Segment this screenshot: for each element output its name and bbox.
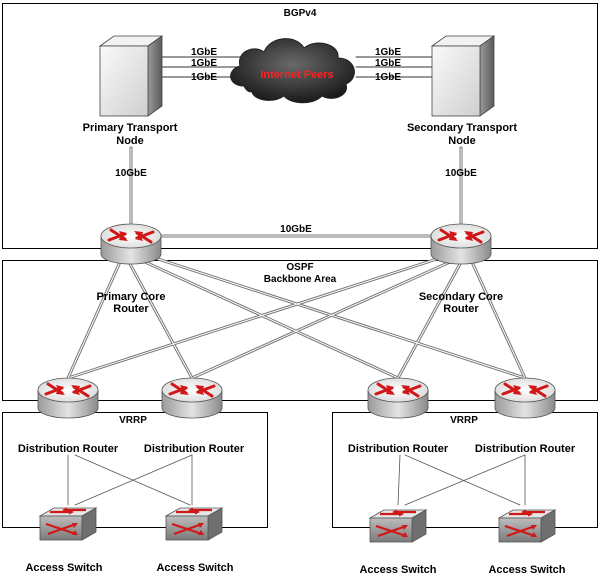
access-switch-label: Access Switch — [156, 562, 233, 574]
vrrp-zone-left — [2, 412, 268, 528]
vrrp-left-label: VRRP — [119, 415, 147, 426]
link-label-1gbe: 1GbE — [375, 72, 401, 83]
distribution-router-icon — [366, 376, 430, 420]
distribution-router-label: Distribution Router — [144, 443, 245, 455]
access-switch-label: Access Switch — [488, 564, 565, 576]
distribution-router-icon — [160, 376, 224, 420]
link-label-10gbe-secondary: 10GbE — [445, 168, 477, 179]
bgp-zone-label: BGPv4 — [284, 8, 317, 19]
primary-core-label-2: Router — [113, 303, 149, 315]
bgp-zone — [2, 3, 598, 249]
link-label-1gbe: 1GbE — [191, 58, 217, 69]
link-label-1gbe: 1GbE — [375, 58, 401, 69]
primary-transport-label: Primary Transport — [83, 122, 178, 134]
secondary-core-router-icon — [429, 222, 493, 266]
access-switch-label: Access Switch — [359, 564, 436, 576]
link-label-10gbe-core: 10GbE — [280, 224, 312, 235]
primary-core-router-icon — [99, 222, 163, 266]
link-label-1gbe: 1GbE — [191, 47, 217, 58]
link-label-1gbe: 1GbE — [191, 72, 217, 83]
cable-links — [66, 56, 527, 506]
distribution-router-label: Distribution Router — [475, 443, 576, 455]
distribution-router-icon — [36, 376, 100, 420]
ospf-zone — [2, 260, 598, 401]
ospf-area-label: Backbone Area — [264, 274, 337, 285]
primary-transport-label-2: Node — [116, 135, 144, 147]
secondary-transport-node-icon — [431, 35, 495, 117]
vrrp-right-label: VRRP — [450, 415, 478, 426]
secondary-transport-label: Secondary Transport — [407, 122, 517, 134]
vrrp-zone-right — [332, 412, 598, 528]
primary-transport-node-icon — [99, 35, 163, 117]
secondary-core-label: Secondary Core — [419, 291, 503, 303]
distribution-router-label: Distribution Router — [348, 443, 449, 455]
cloud-label: Internet Peers — [260, 69, 333, 81]
internet-cloud-icon — [230, 38, 355, 104]
access-switch-label: Access Switch — [25, 562, 102, 574]
secondary-core-label-2: Router — [443, 303, 479, 315]
secondary-transport-label-2: Node — [448, 135, 476, 147]
primary-core-label: Primary Core — [96, 291, 165, 303]
distribution-router-icon — [493, 376, 557, 420]
access-switch-icon — [38, 506, 98, 542]
ospf-zone-label: OSPF — [286, 262, 313, 273]
access-switch-icon — [368, 508, 428, 544]
link-label-10gbe-primary: 10GbE — [115, 168, 147, 179]
link-label-1gbe: 1GbE — [375, 47, 401, 58]
access-switch-icon — [164, 506, 224, 542]
access-switch-icon — [497, 508, 557, 544]
distribution-router-label: Distribution Router — [18, 443, 119, 455]
